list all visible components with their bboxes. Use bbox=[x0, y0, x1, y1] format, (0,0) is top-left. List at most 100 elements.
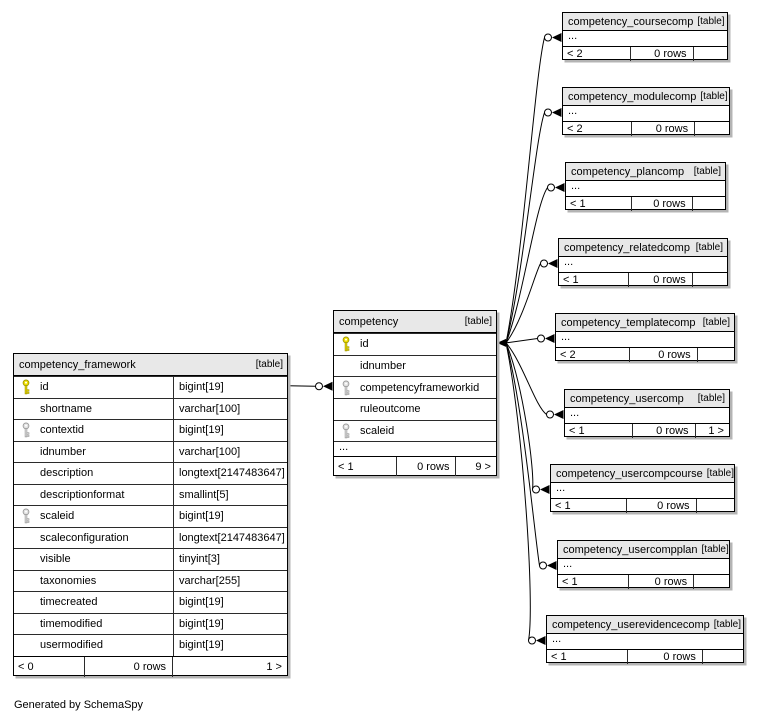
table-competency_userevidencecomp: competency_userevidencecomp[table]...< 1… bbox=[546, 615, 744, 664]
footer-row-count: 0 rows bbox=[632, 424, 694, 438]
zero-cardinality-circle bbox=[544, 108, 552, 117]
column-name: usermodified bbox=[40, 639, 103, 652]
collapsed-columns-row: ... bbox=[561, 331, 571, 343]
footer-related-left: < 1 bbox=[569, 425, 585, 437]
footer-related-right: 9 > bbox=[455, 457, 496, 477]
footer-row-count: 0 rows bbox=[628, 348, 697, 362]
table-competency_usercompcourse: competency_usercompcourse[table]... < 1 0 … bbox=[550, 464, 735, 513]
foreign-key-icon bbox=[22, 422, 30, 438]
footer-related-right bbox=[693, 575, 729, 589]
primary-key-icon bbox=[342, 336, 350, 352]
table-name-link[interactable]: competency_modulecomp bbox=[568, 90, 697, 103]
table-tag: [table] bbox=[697, 16, 725, 27]
collapsed-columns-row: ... bbox=[568, 105, 578, 117]
relationship-line-competency_userevidencecomp bbox=[505, 342, 531, 641]
collapsed-columns-row: ... bbox=[568, 30, 578, 42]
footer-row-count: 0 rows bbox=[83, 656, 172, 677]
table-name-link[interactable]: competency_coursecomp bbox=[568, 15, 694, 28]
relationship-line-competency_relatedcomp bbox=[505, 263, 541, 344]
column-row-usermodified: usermodified bigint[19] bbox=[14, 634, 287, 656]
footer-row-count: 0 rows bbox=[630, 47, 692, 61]
column-type: longtext[2147483647] bbox=[173, 463, 287, 484]
table-title-bar: competency_usercompplan[table] bbox=[558, 541, 729, 559]
table-footer: < 2 0 rows bbox=[563, 46, 727, 61]
footer-related-right bbox=[691, 273, 727, 287]
table-title-bar: competency_relatedcomp[table] bbox=[559, 239, 727, 257]
table-name-link[interactable]: competency bbox=[339, 315, 399, 328]
footer-related-right bbox=[695, 499, 734, 513]
column-name: timecreated bbox=[40, 596, 98, 609]
table-name-link[interactable]: competency_usercomp bbox=[570, 392, 684, 405]
footer-row-count: 0 rows bbox=[626, 499, 696, 513]
relationship-line-competency_usercompcourse bbox=[505, 342, 534, 490]
relationship-line-competency bbox=[287, 385, 316, 387]
column-name: shortname bbox=[40, 402, 92, 415]
table-name-link[interactable]: competency_framework bbox=[19, 358, 136, 371]
footer-related-left: < 2 bbox=[567, 48, 583, 60]
relationship-line-competency_templatecomp bbox=[505, 338, 538, 344]
relationship-line-competency_modulecomp bbox=[505, 112, 545, 343]
column-name: scaleid bbox=[360, 425, 395, 438]
column-name: ruleoutcome bbox=[360, 403, 421, 416]
crow-foot-arrow bbox=[555, 183, 565, 192]
zero-cardinality-circle bbox=[532, 485, 540, 494]
column-type: varchar[255] bbox=[173, 570, 287, 591]
footer-related-right bbox=[691, 197, 725, 211]
relationship-line-competency_plancomp bbox=[505, 187, 548, 344]
table-name-link[interactable]: competency_usercompplan bbox=[563, 543, 698, 556]
column-name: visible bbox=[40, 553, 71, 566]
zero-cardinality-circle bbox=[546, 410, 554, 419]
column-type: bigint[19] bbox=[173, 635, 287, 656]
table-title-bar: competency [table] bbox=[334, 311, 496, 333]
table-name-link[interactable]: competency_usercompcourse bbox=[556, 467, 703, 480]
footer-related-left: < 1 bbox=[555, 500, 571, 512]
column-name: competencyframeworkid bbox=[360, 381, 480, 394]
table-tag: [table] bbox=[701, 544, 729, 555]
collapsed-columns-row: ... bbox=[556, 482, 566, 494]
table-name-link[interactable]: competency_userevidencecomp bbox=[552, 618, 710, 631]
table-name-link[interactable]: competency_relatedcomp bbox=[564, 241, 690, 254]
crow-foot-arrow bbox=[547, 561, 557, 570]
footer-row-count: 0 rows bbox=[396, 457, 455, 477]
table-tag: [table] bbox=[713, 619, 742, 630]
column-name: contextid bbox=[40, 424, 85, 437]
table-tag: [table] bbox=[464, 316, 492, 327]
column-row-ruleoutcome: ruleoutcome bbox=[334, 398, 496, 420]
crow-foot-arrow bbox=[554, 410, 564, 419]
column-name: scaleid bbox=[40, 510, 75, 523]
table-competency_coursecomp: competency_coursecomp[table]... < 2 0 rows bbox=[562, 12, 728, 61]
table-name-link[interactable]: competency_templatecomp bbox=[561, 316, 696, 329]
foreign-key-icon bbox=[342, 423, 350, 439]
footer-row-count: 0 rows bbox=[631, 197, 691, 211]
footer-related-left: < 1 bbox=[563, 274, 579, 286]
table-title-bar: competency_templatecomp[table] bbox=[556, 314, 734, 332]
footer-row-count: 0 rows bbox=[628, 575, 693, 589]
column-type: longtext[2147483647] bbox=[173, 527, 287, 548]
footer-related-left: < 1 bbox=[551, 651, 567, 663]
parent-arrowhead bbox=[497, 338, 506, 347]
table-name-link[interactable]: competency_plancomp bbox=[571, 165, 685, 178]
crow-foot-arrow bbox=[323, 381, 333, 391]
zero-cardinality-circle bbox=[528, 636, 536, 645]
table-title-bar: competency_usercompcourse[table] bbox=[551, 465, 734, 483]
table-title-bar: competency_modulecomp[table] bbox=[563, 88, 729, 106]
column-name: descriptionformat bbox=[40, 488, 125, 501]
table-title-bar: competency_coursecomp[table] bbox=[563, 13, 727, 31]
table-title-bar: competency_usercomp[table] bbox=[565, 390, 729, 408]
column-type: bigint[19] bbox=[173, 506, 287, 527]
column-row-competencyframeworkid: competencyframeworkid bbox=[334, 376, 496, 398]
generated-by-note: Generated by SchemaSpy bbox=[14, 699, 144, 711]
